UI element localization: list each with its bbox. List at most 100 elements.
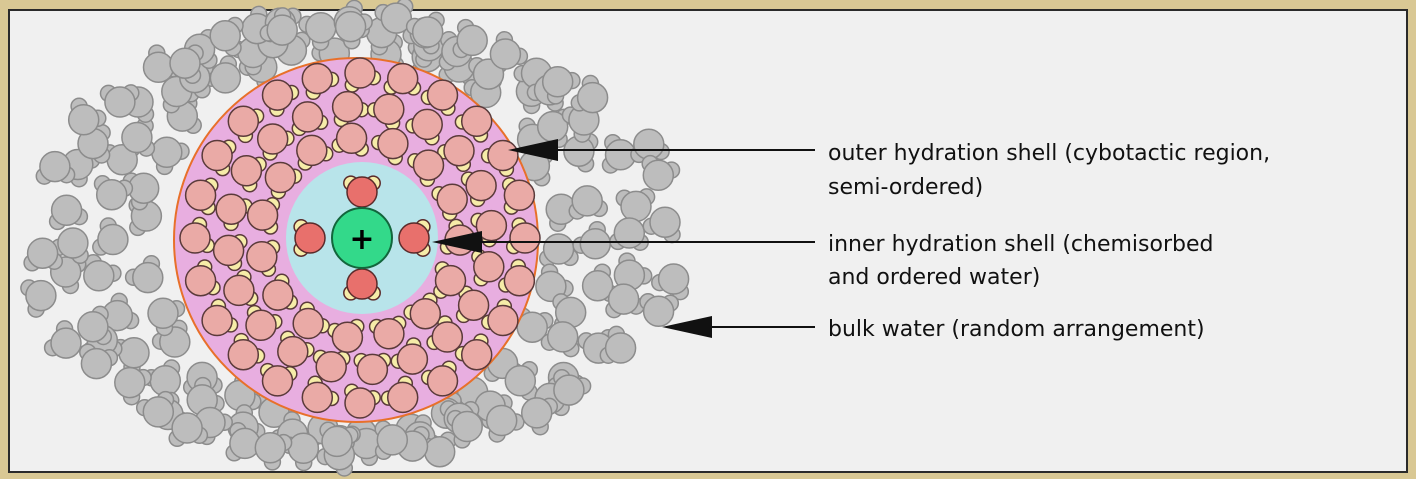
oxygen-atom: [490, 39, 520, 69]
oxygen-atom: [474, 252, 504, 282]
oxygen-atom: [295, 223, 325, 253]
bulk-water-molecule: [50, 195, 88, 229]
oxygen-atom: [345, 58, 375, 88]
oxygen-atom: [246, 310, 276, 340]
oxygen-atom: [81, 349, 111, 379]
oxygen-atom: [572, 186, 602, 216]
oxygen-atom: [267, 15, 297, 45]
oxygen-atom: [644, 296, 674, 326]
bulk-water-molecule: [95, 176, 133, 210]
oxygen-atom: [28, 238, 58, 268]
oxygen-atom: [84, 261, 114, 291]
oxygen-atom: [148, 298, 178, 328]
oxygen-atom: [428, 366, 458, 396]
oxygen-atom: [399, 223, 429, 253]
oxygen-atom: [332, 322, 362, 352]
oxygen-atom: [659, 264, 689, 294]
oxygen-atom: [452, 412, 482, 442]
oxygen-atom: [265, 163, 295, 193]
oxygen-atom: [377, 425, 407, 455]
oxygen-atom: [202, 141, 232, 171]
oxygen-atom: [210, 21, 240, 51]
oxygen-atom: [258, 124, 288, 154]
bulk-water-molecule: [84, 255, 121, 291]
oxygen-atom: [115, 368, 145, 398]
oxygen-atom: [505, 366, 535, 396]
oxygen-atom: [78, 312, 108, 342]
oxygen-atom: [583, 271, 613, 301]
oxygen-atom: [122, 123, 152, 153]
oxygen-atom: [248, 200, 278, 230]
oxygen-atom: [414, 150, 444, 180]
outer-shell-label-line1: outer hydration shell (cybotactic region…: [828, 141, 1270, 166]
oxygen-atom: [133, 263, 163, 293]
oxygen-atom: [425, 437, 455, 467]
oxygen-atom: [488, 141, 518, 171]
oxygen-atom: [487, 406, 517, 436]
oxygen-atom: [650, 207, 680, 237]
oxygen-atom: [357, 354, 387, 384]
oxygen-atom: [152, 137, 182, 167]
oxygen-atom: [336, 12, 366, 42]
oxygen-atom: [554, 375, 584, 405]
inner-shell-label-line2: and ordered water): [828, 265, 1040, 290]
oxygen-atom: [333, 92, 363, 122]
oxygen-atom: [263, 366, 293, 396]
oxygen-atom: [462, 106, 492, 136]
oxygen-atom: [97, 180, 127, 210]
oxygen-atom: [293, 102, 323, 132]
oxygen-atom: [186, 180, 216, 210]
bulk-water-molecule: [536, 264, 573, 301]
oxygen-atom: [345, 388, 375, 418]
bulk-water-molecule: [45, 321, 81, 358]
oxygen-atom: [504, 266, 534, 296]
oxygen-atom: [374, 94, 404, 124]
oxygen-atom: [466, 171, 496, 201]
oxygen-atom: [347, 177, 377, 207]
bulk-water-molecule: [453, 20, 487, 58]
oxygen-atom: [432, 322, 462, 352]
oxygen-atom: [413, 17, 443, 47]
oxygen-atom: [288, 433, 318, 463]
oxygen-atom: [105, 87, 135, 117]
oxygen-atom: [643, 160, 673, 190]
oxygen-atom: [228, 340, 258, 370]
bulk-water-molecule: [21, 280, 56, 317]
oxygen-atom: [410, 299, 440, 329]
oxygen-atom: [634, 129, 664, 159]
bulk-water-molecule: [616, 189, 654, 222]
oxygen-atom: [231, 156, 261, 186]
bulk-water-molecule: [137, 392, 174, 427]
bulk-water-molecule: [606, 284, 644, 318]
oxygen-atom: [397, 344, 427, 374]
oxygen-atom: [210, 63, 240, 93]
oxygen-atom: [263, 280, 293, 310]
oxygen-atom: [444, 136, 474, 166]
bulk-water-molecule: [642, 156, 679, 191]
oxygen-atom: [462, 340, 492, 370]
oxygen-atom: [302, 382, 332, 412]
oxygen-atom: [457, 25, 487, 55]
oxygen-atom: [51, 328, 81, 358]
bulk-water-molecule: [610, 218, 648, 250]
oxygen-atom: [228, 106, 258, 136]
oxygen-atom: [170, 48, 200, 78]
oxygen-atom: [224, 275, 254, 305]
bulk-water-molecule: [554, 370, 591, 405]
oxygen-atom: [58, 228, 88, 258]
oxygen-atom: [543, 67, 573, 97]
bulk-water-molecule: [78, 306, 111, 344]
oxygen-atom: [98, 225, 128, 255]
oxygen-atom: [297, 135, 327, 165]
oxygen-atom: [621, 191, 651, 221]
oxygen-atom: [522, 398, 552, 428]
oxygen-atom: [278, 337, 308, 367]
bulk-water-molecule: [487, 406, 524, 443]
oxygen-atom: [614, 218, 644, 248]
oxygen-atom: [412, 109, 442, 139]
oxygen-atom: [202, 306, 232, 336]
oxygen-atom: [374, 319, 404, 349]
oxygen-atom: [69, 105, 99, 135]
